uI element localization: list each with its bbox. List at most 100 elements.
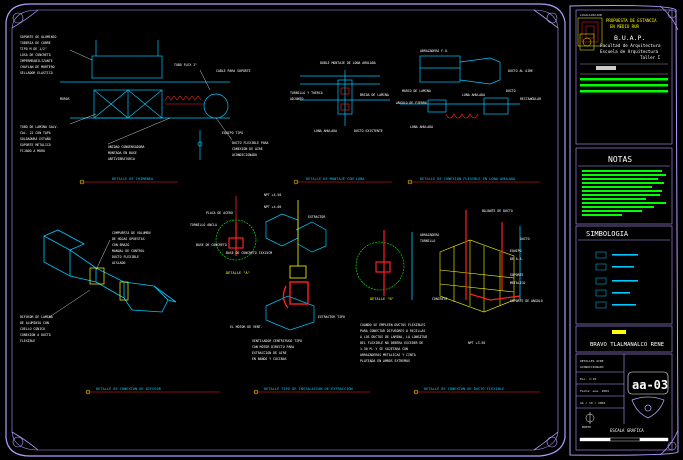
svg-text:BASE DE CONCRETO 15X15CM: BASE DE CONCRETO 15X15CM xyxy=(226,251,272,255)
svg-text:BAJANTE DE DUCTO: BAJANTE DE DUCTO xyxy=(482,209,513,213)
field-4: AA / 10 / 2004 xyxy=(580,401,605,405)
project-line1: PROPUESTA DE ESTANCIA xyxy=(606,18,657,23)
svg-text:1.50 M. Y SE SUJETARA CON: 1.50 M. Y SE SUJETARA CON xyxy=(360,347,408,351)
symbols-header: SIMBOLOGIA xyxy=(586,230,629,238)
detail-title-1: DETALLE DE CHIMENEA xyxy=(112,177,154,181)
svg-text:SOLDADURA ESTAÑO: SOLDADURA ESTAÑO xyxy=(20,136,51,141)
project-line2: EN MEDIO RUR xyxy=(610,24,639,29)
svg-text:SOPORTE: SOPORTE xyxy=(510,273,524,277)
svg-text:ACONDICIONADO: ACONDICIONADO xyxy=(232,153,257,157)
scale-label: ESCALA GRAFICA xyxy=(610,428,644,433)
svg-text:UNIDAD CONDENSADORA: UNIDAD CONDENSADORA xyxy=(108,145,145,149)
svg-text:DUCTO FLEXIBLE: DUCTO FLEXIBLE xyxy=(112,255,139,259)
sheet-border xyxy=(5,3,679,457)
svg-text:TIPO M DE 1/2": TIPO M DE 1/2" xyxy=(20,47,47,51)
author-name: BRAVO TLALMANALCO RENE xyxy=(590,342,665,348)
svg-text:LOSA DE CONCRETO: LOSA DE CONCRETO xyxy=(20,53,51,57)
svg-text:DEL FLEXIBLE NO DEBERA EXCEDER: DEL FLEXIBLE NO DEBERA EXCEDER DE xyxy=(360,341,423,345)
svg-text:AISLADO: AISLADO xyxy=(112,261,126,265)
svg-text:DE HOJAS OPUESTAS: DE HOJAS OPUESTAS xyxy=(112,237,145,241)
svg-text:DUCTO: DUCTO xyxy=(520,237,530,241)
detail-title-3: DETALLE DE CONEXION FLEXIBLE EN LONA AHU… xyxy=(420,177,516,181)
svg-text:IMPERMEABILIZANTE: IMPERMEABILIZANTE xyxy=(20,59,53,63)
eagle-logo-icon xyxy=(631,396,665,419)
svg-text:TORNILLO Y TUERCA: TORNILLO Y TUERCA xyxy=(290,91,323,95)
detail-title-5: DETALLE TIPO DE INSTALACION DE EXTRACCIO… xyxy=(264,387,353,391)
svg-text:LONA AHULADA: LONA AHULADA xyxy=(410,125,433,129)
svg-text:ABRAZADERA: ABRAZADERA xyxy=(420,233,439,237)
graphic-scale xyxy=(579,437,669,442)
detail-title-2: DETALLE DE MONTAJE CON LONA xyxy=(306,177,365,181)
callout-a: DETALLE "A" xyxy=(226,271,250,275)
svg-text:SOPORTE DE ANGULO: SOPORTE DE ANGULO xyxy=(510,299,543,303)
svg-text:DOBLE MONTAJE DE LONA AHULADA: DOBLE MONTAJE DE LONA AHULADA xyxy=(320,61,376,65)
svg-text:PARA CONECTAR DIFUSORES O REJI: PARA CONECTAR DIFUSORES O REJILLAS xyxy=(360,329,425,333)
callout-b: DETALLE "B" xyxy=(370,297,394,301)
svg-text:DE A.A.: DE A.A. xyxy=(510,257,524,261)
svg-text:DUCTO FLEXIBLE PARA: DUCTO FLEXIBLE PARA xyxy=(232,141,269,145)
symbol-legend xyxy=(595,251,607,309)
svg-text:EQUIPO: EQUIPO xyxy=(510,249,522,253)
svg-text:EN BAÑOS Y COCINAS: EN BAÑOS Y COCINAS xyxy=(252,356,287,361)
svg-text:VENTILADOR CENTRIFUGO TIPO: VENTILADOR CENTRIFUGO TIPO xyxy=(252,339,302,343)
level-mark-1: NPT +4.50 xyxy=(264,193,281,197)
university-seal-icon xyxy=(579,33,595,51)
svg-text:PLACA DE ACERO: PLACA DE ACERO xyxy=(206,211,233,215)
svg-text:A LOS DUCTOS DE LAMINA, LA LON: A LOS DUCTOS DE LAMINA, LA LONGITUD xyxy=(360,335,427,339)
detail-title-4: DETALLE DE CONEXION DE DIFUSOR xyxy=(96,387,162,391)
svg-text:DUCTO EXISTENTE: DUCTO EXISTENTE xyxy=(354,129,383,133)
svg-text:COMPUERTA DE VOLUMEN: COMPUERTA DE VOLUMEN xyxy=(112,231,150,235)
svg-text:CONEXION DE AIRE: CONEXION DE AIRE xyxy=(232,147,263,151)
detail-title-6: DETALLE DE CONEXION DE DUCTO FLEXIBLE xyxy=(424,387,504,391)
detail-conexion-flexible: ABRAZADERA F.O. DUCTO AL AIRE MARCO DE L… xyxy=(396,49,541,185)
svg-text:CUANDO SE EMPLEEN DUCTOS FLEXI: CUANDO SE EMPLEEN DUCTOS FLEXIBLES xyxy=(360,323,425,327)
sheet-number: aa-03 xyxy=(632,378,668,392)
notes-text xyxy=(582,170,666,216)
svg-text:EXTRACTOR TIPO: EXTRACTOR TIPO xyxy=(318,315,345,319)
institution: B.U.A.P. xyxy=(614,34,645,42)
svg-text:CAL. 22 CON TAPA: CAL. 22 CON TAPA xyxy=(20,131,51,135)
detail-conexion-difusor: COMPUERTA DE VOLUMEN DE HOJAS OPUESTAS C… xyxy=(20,229,220,395)
notes-header: NOTAS xyxy=(608,155,632,164)
svg-text:CABLE PARA SOPORTE: CABLE PARA SOPORTE xyxy=(216,69,251,73)
svg-text:CHAFLAN DE MORTERO: CHAFLAN DE MORTERO xyxy=(20,65,55,69)
detail-chimenea: SOPORTE DE ALUMINIO TUBERIA DE COBRE TIP… xyxy=(20,35,269,185)
svg-text:SOPORTE METALICO: SOPORTE METALICO xyxy=(20,143,51,147)
svg-text:TUBO FLEX 2": TUBO FLEX 2" xyxy=(174,63,197,67)
svg-text:MARCO DE LAMINA: MARCO DE LAMINA xyxy=(402,89,431,93)
svg-text:EQUIPO TIPO: EQUIPO TIPO xyxy=(222,131,243,135)
svg-text:FLEXIBLE: FLEXIBLE xyxy=(20,339,35,343)
svg-text:LONA AHULADA: LONA AHULADA xyxy=(462,93,485,97)
detail-montaje-lona: DOBLE MONTAJE DE LONA AHULADA TORNILLO Y… xyxy=(290,61,392,185)
svg-text:ABRAZADERA F.O.: ABRAZADERA F.O. xyxy=(420,49,449,53)
svg-text:CONEXION A DUCTO: CONEXION A DUCTO xyxy=(20,333,51,337)
svg-text:TORNILLO: TORNILLO xyxy=(420,239,435,243)
level-mark-3: NPT +3.50 xyxy=(468,341,485,345)
svg-text:FIJADO A MURO: FIJADO A MURO xyxy=(20,149,45,153)
svg-text:TORNILLO ANCLA: TORNILLO ANCLA xyxy=(190,223,217,227)
svg-text:SOPORTE DE ALUMINIO: SOPORTE DE ALUMINIO xyxy=(20,35,57,39)
svg-text:EXTRACTOR: EXTRACTOR xyxy=(308,215,325,219)
svg-text:ANGULO DE FIERRO: ANGULO DE FIERRO xyxy=(396,101,427,105)
advisor-lines xyxy=(580,78,668,93)
svg-text:DUCTO AL AIRE: DUCTO AL AIRE xyxy=(508,69,533,73)
header-tag: LOCALIZACION xyxy=(580,13,602,17)
field-1b: ACONDICIONADO xyxy=(580,365,604,369)
svg-text:ADJUNTO: ADJUNTO xyxy=(290,97,304,101)
svg-text:DE ALUMINIO CON: DE ALUMINIO CON xyxy=(20,321,49,325)
svg-text:LONA AHULADA: LONA AHULADA xyxy=(314,129,337,133)
svg-text:CONCRETO: CONCRETO xyxy=(432,297,447,301)
svg-text:DIFUSOR DE LAMINA: DIFUSOR DE LAMINA xyxy=(20,315,53,319)
faculty-line2: Escuela de Arquitectura xyxy=(600,49,658,54)
faculty-line1: Facultad de Arquitectura xyxy=(600,43,661,48)
svg-text:CON MOTOR DIRECTO PARA: CON MOTOR DIRECTO PARA xyxy=(252,345,294,349)
north-label: NORTE xyxy=(582,425,591,429)
north-arrow-icon xyxy=(585,412,595,424)
svg-text:EXTRACCION DE AIRE: EXTRACCION DE AIRE xyxy=(252,351,287,355)
svg-text:BASE DE CONCRETO: BASE DE CONCRETO xyxy=(196,243,227,247)
level-mark-2: NPT +4.00 xyxy=(264,205,281,209)
svg-text:EL MOTOR DE VENT.: EL MOTOR DE VENT. xyxy=(230,325,263,329)
detail-ducto-flexible: BAJANTE DE DUCTO ABRAZADERA TORNILLO DUC… xyxy=(355,209,543,395)
field-1: DETALLES AIRE xyxy=(580,359,604,363)
